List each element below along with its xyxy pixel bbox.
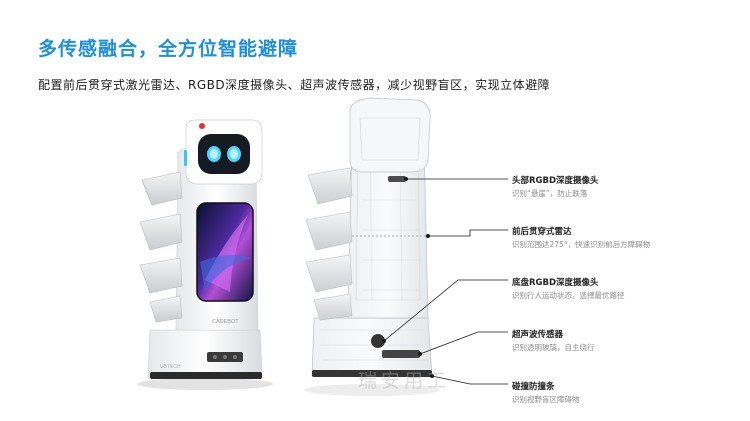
tray bbox=[139, 213, 183, 251]
callout-ultrasonic: 超声波传感器 识别透明玻璃，自主绕行 bbox=[512, 328, 595, 353]
page-title: 多传感融合，全方位智能避障 bbox=[38, 38, 299, 60]
callout-bumper: 碰撞防撞条 识别视野盲区障碍物 bbox=[512, 380, 580, 405]
callout-head-camera: 头部RGBD深度摄像头 识别“悬崖”，防止跌落 bbox=[512, 174, 599, 199]
callout-desc: 识别范围达275°，快速识别前后方障碍物 bbox=[512, 240, 651, 249]
watermark: 瑞安用工 bbox=[358, 370, 451, 392]
callout-chassis-camera: 底盘RGBD深度摄像头 识别行人运动状态，选择最优路径 bbox=[512, 276, 625, 301]
callout-lidar: 前后贯穿式雷达 识别范围达275°，快速识别前后方障碍物 bbox=[512, 225, 650, 250]
callout-title: 底盘RGBD深度摄像头 bbox=[512, 278, 599, 288]
base-brand: UBTECH bbox=[160, 364, 181, 370]
callout-desc: 识别行人运动状态，选择最优路径 bbox=[512, 291, 625, 300]
page-subtitle: 配置前后贯穿式激光雷达、RGBD深度摄像头、超声波传感器，减少视野盲区，实现立体… bbox=[38, 78, 551, 92]
chassis-camera bbox=[371, 334, 385, 348]
callout-desc: 识别透明玻璃，自主绕行 bbox=[512, 343, 595, 352]
robot-logo: CADEBOT bbox=[212, 319, 239, 325]
robot-solid: CADEBOT UBTECH bbox=[137, 119, 273, 390]
tray bbox=[139, 257, 183, 294]
callout-title: 碰撞防撞条 bbox=[512, 382, 555, 392]
head-camera bbox=[388, 176, 406, 182]
callout-desc: 识别“悬崖”，防止跌落 bbox=[512, 189, 588, 198]
tray bbox=[141, 171, 183, 206]
callout-title: 前后贯穿式雷达 bbox=[512, 227, 572, 237]
callout-lines bbox=[381, 176, 508, 385]
callout-title: 超声波传感器 bbox=[512, 330, 564, 340]
robot-transparent bbox=[304, 97, 440, 396]
callout-desc: 识别视野盲区障碍物 bbox=[512, 395, 580, 404]
callout-title: 头部RGBD深度摄像头 bbox=[512, 176, 599, 186]
